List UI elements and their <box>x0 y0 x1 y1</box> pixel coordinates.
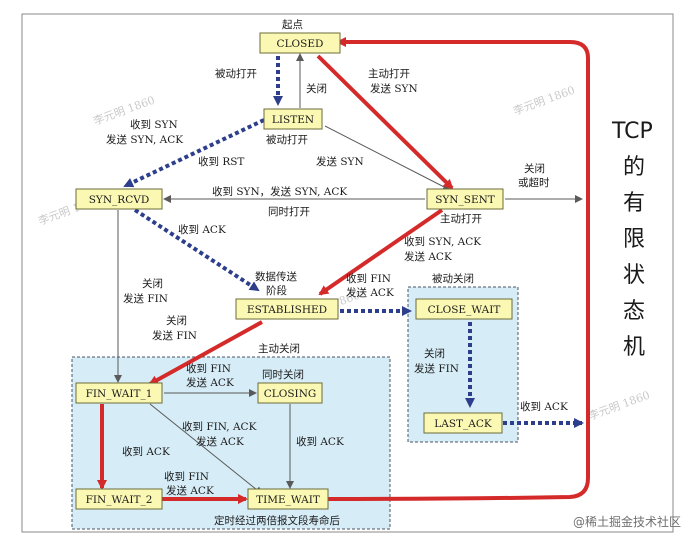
label-passive-open: 被动打开 <box>215 67 257 80</box>
label-recv-fin-1: 收到 FIN <box>346 272 391 285</box>
state-closed: CLOSED <box>259 32 341 54</box>
label-fw2-recv-fin-2: 发送 ACK <box>166 484 214 497</box>
label-data-transfer-2: 阶段 <box>266 284 287 297</box>
state-time-wait: TIME_WAIT <box>247 488 329 510</box>
state-syn-sent: SYN_SENT <box>426 188 504 210</box>
vertical-title: TCP 的 有 限 状 态 机 <box>611 119 653 360</box>
state-label: SYN_RCVD <box>89 194 150 206</box>
arrow-time-wait-to-closed <box>327 37 590 501</box>
title-char: 态 <box>623 299 645 324</box>
state-label: FIN_WAIT_2 <box>86 494 153 506</box>
label-close-send-fin-1b: 发送 FIN <box>123 292 168 305</box>
state-syn-rcvd: SYN_RCVD <box>75 188 163 210</box>
label-simul-close: 同时关闭 <box>262 368 304 381</box>
label-start: 起点 <box>282 19 303 31</box>
outer-frame <box>21 13 674 533</box>
label-active-close: 主动关闭 <box>258 342 300 355</box>
state-label: CLOSED <box>277 38 324 50</box>
label-fw1-recv-fin-1: 收到 FIN <box>186 362 231 375</box>
label-recv-ack: 收到 ACK <box>178 223 226 236</box>
label-close-send-fin-1a: 关闭 <box>142 277 163 290</box>
arrow-listen-to-syn-sent <box>324 125 451 191</box>
label-recv-synack-1: 收到 SYN, ACK <box>404 235 481 248</box>
title-char: 的 <box>623 155 645 180</box>
state-last-ack: LAST_ACK <box>423 412 503 434</box>
state-close-wait: CLOSE_WAIT <box>415 298 513 320</box>
title-char: 限 <box>623 227 645 252</box>
label-recv-syn-send-synack: 收到 SYN，发送 SYN, ACK <box>212 185 347 198</box>
label-active-open-1: 主动打开 <box>368 67 410 80</box>
arrow-syn-rcvd-to-established <box>133 208 260 292</box>
label-send-syn: 发送 SYN <box>316 155 364 168</box>
label-recv-fin-ack-2: 发送 ACK <box>196 435 244 448</box>
state-label: FIN_WAIT_1 <box>86 388 153 400</box>
state-fin-wait-1: FIN_WAIT_1 <box>75 382 163 404</box>
title-char: 机 <box>623 335 645 360</box>
label-recv-syn-2: 发送 SYN, ACK <box>106 133 183 146</box>
arrow-syn-sent-to-established <box>318 208 444 296</box>
arrow-listen-to-syn-rcvd <box>123 118 265 188</box>
arrow-fin-wait-1-to-time-wait <box>149 403 263 495</box>
state-label: CLOSE_WAIT <box>428 304 501 316</box>
title-char: 状 <box>623 263 645 288</box>
label-active-open-2: 发送 SYN <box>370 82 418 95</box>
arrow-closed-to-syn-sent <box>316 54 454 190</box>
label-last-ack-recv-ack: 收到 ACK <box>520 400 568 413</box>
label-data-transfer-1: 数据传送 <box>255 270 297 283</box>
label-closing-recv-ack: 收到 ACK <box>296 435 344 448</box>
label-recv-fin-ack-1: 收到 FIN, ACK <box>182 420 257 433</box>
title-char: 有 <box>623 191 645 216</box>
faint-watermark: 李元明 1860 <box>586 388 651 423</box>
state-closing: CLOSING <box>257 382 323 404</box>
state-label: LISTEN <box>272 114 314 126</box>
label-recv-rst: 收到 RST <box>198 155 244 168</box>
label-timeout-2msl: 定时经过两倍报文段寿命后 <box>214 514 340 527</box>
state-label: SYN_SENT <box>435 194 495 206</box>
state-label: CLOSING <box>264 388 317 400</box>
label-recv-synack-2: 发送 ACK <box>404 250 452 263</box>
label-passive-open-2: 被动打开 <box>266 133 308 146</box>
label-fw1-recv-ack: 收到 ACK <box>122 445 170 458</box>
arrow-established-to-fin-wait-1 <box>148 320 263 386</box>
label-close-send-fin-3a: 关闭 <box>424 347 445 360</box>
state-listen: LISTEN <box>263 108 323 130</box>
state-label: LAST_ACK <box>434 418 492 430</box>
state-label: ESTABLISHED <box>247 304 327 316</box>
label-active-open-3: 主动打开 <box>440 212 482 225</box>
label-close-send-fin-2a: 关闭 <box>166 314 187 327</box>
label-close-timeout-1: 关闭 <box>524 162 545 175</box>
label-fw2-recv-fin-1: 收到 FIN <box>164 470 209 483</box>
label-close-timeout-2: 或超时 <box>518 176 550 189</box>
label-passive-close: 被动关闭 <box>432 272 474 285</box>
label-recv-fin-2: 发送 ACK <box>346 286 394 299</box>
site-watermark: @稀土掘金技术社区 <box>573 514 681 529</box>
label-fw1-recv-fin-2: 发送 ACK <box>186 376 234 389</box>
label-close-send-fin-2b: 发送 FIN <box>152 329 197 342</box>
label-close-send-fin-3b: 发送 FIN <box>414 362 459 375</box>
state-label: TIME_WAIT <box>256 494 320 506</box>
label-close-top: 关闭 <box>306 82 327 95</box>
label-simul-open: 同时打开 <box>268 205 310 218</box>
label-recv-syn-1: 收到 SYN <box>130 118 178 131</box>
state-established: ESTABLISHED <box>235 298 339 320</box>
state-fin-wait-2: FIN_WAIT_2 <box>75 488 163 510</box>
title-char: TCP <box>611 119 653 144</box>
faint-watermark: 李元明 1860 <box>511 83 576 118</box>
